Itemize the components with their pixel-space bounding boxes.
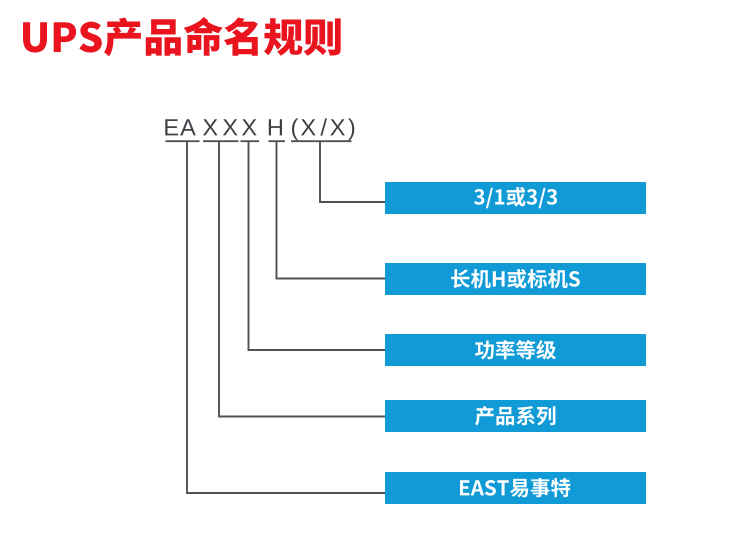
label-box-1: 3/1或3/3 [385, 182, 646, 214]
connector-line [186, 141, 387, 494]
connector-line [218, 141, 387, 418]
code-segment-connector-X [240, 140, 387, 351]
label-box-text-graphic [475, 406, 556, 426]
connector-line [275, 141, 387, 280]
page-title-graphic [22, 17, 341, 57]
label-box-4: 产品系列 [385, 400, 646, 432]
page-title: UPS产品命名规则 [22, 16, 342, 57]
code-segment-connector-H [268, 140, 387, 280]
label-box-2: 长机H或标机S [385, 263, 646, 295]
label-box-text-graphic [473, 187, 558, 209]
label-box-5: EAST易事特 [385, 471, 646, 504]
label-box-text-graphic [460, 477, 571, 498]
code-segment-connector-XX [203, 140, 387, 418]
code-segment-connector-(X/X) [291, 140, 387, 203]
label-box-text-graphic [474, 340, 557, 360]
label-box-text-graphic [451, 269, 580, 289]
connector-line [247, 141, 387, 351]
product-code-graphic [165, 118, 355, 141]
code-segment-connector-EA [165, 140, 387, 494]
label-box-3: 功率等级 [385, 334, 646, 366]
product-code: EAXXX H(X/X) [160, 114, 380, 142]
connector-line [319, 141, 387, 203]
